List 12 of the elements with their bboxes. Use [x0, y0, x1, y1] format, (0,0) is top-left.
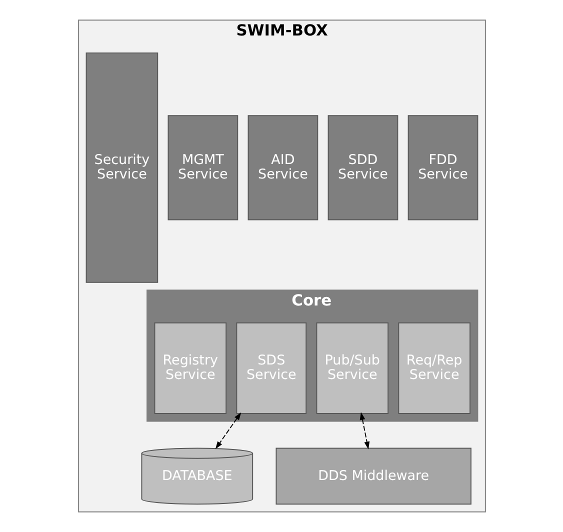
node-box: SDD Service: [327, 115, 398, 220]
node-box: DDS Middleware: [275, 448, 471, 505]
arrow: [359, 412, 370, 450]
node-box: Security Service: [85, 52, 158, 283]
node-box: MGMT Service: [167, 115, 238, 220]
node-box: SDS Service: [236, 322, 306, 414]
node-box: AID Service: [247, 115, 318, 220]
node-box: Req/Rep Service: [398, 322, 470, 414]
node-box: FDD Service: [407, 115, 478, 220]
arrow: [214, 412, 241, 450]
node-box: Pub/Sub Service: [316, 322, 388, 414]
node-box: Registry Service: [154, 322, 226, 414]
